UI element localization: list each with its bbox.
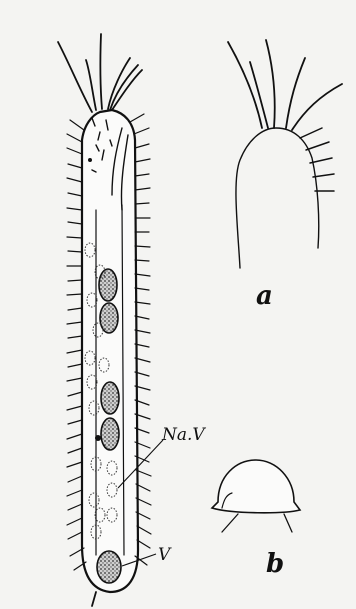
label-v: V	[158, 545, 172, 565]
body-outline	[82, 110, 138, 592]
detail-a	[228, 40, 342, 268]
organism-body	[82, 110, 138, 606]
macronucleus-3	[101, 382, 119, 414]
detail-b-dome	[212, 460, 300, 513]
contractile-vacuole	[97, 551, 121, 583]
macronucleus-4	[101, 418, 119, 450]
label-a: a	[256, 281, 273, 311]
label-b: b	[266, 549, 284, 579]
detail-a-outline	[236, 128, 319, 268]
macronucleus-1	[99, 269, 117, 301]
tail	[92, 592, 96, 606]
apical-cirri	[58, 34, 142, 112]
micronucleus	[95, 435, 101, 441]
label-nav: Na.V	[161, 425, 206, 445]
detail-b	[212, 460, 300, 532]
macronucleus-2	[100, 303, 118, 333]
